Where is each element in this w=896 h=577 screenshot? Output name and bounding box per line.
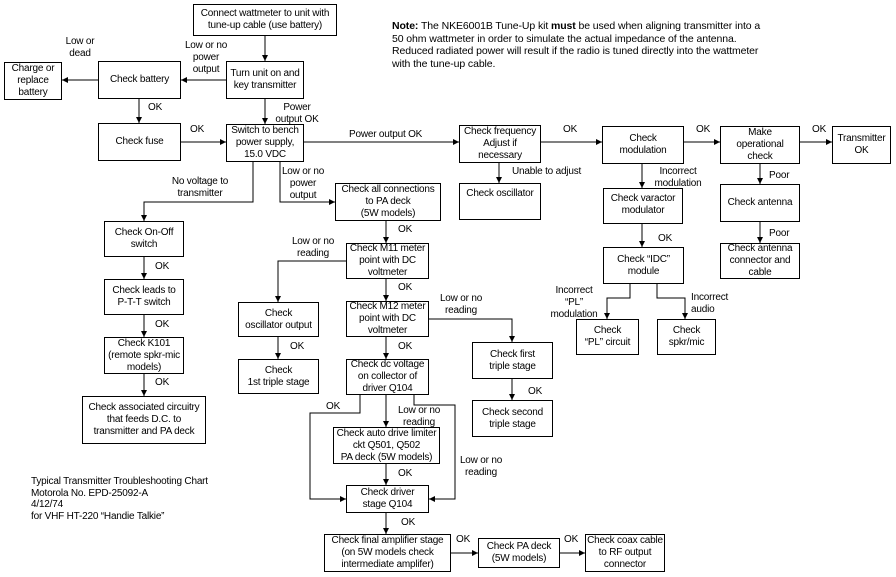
label-low-no-reading-dc: Low or no reading [397, 405, 441, 428]
node-check-auto-drive: Check auto drive limiter ckt Q501, Q502 … [333, 427, 440, 464]
node-check-driver: Check driver stage Q104 [346, 485, 429, 513]
label-ok-m11: OK [398, 282, 413, 293]
node-check-second-triple: Check second triple stage [472, 400, 553, 437]
tune-up-note: Note: The NKE6001B Tune-Up kit must be u… [392, 20, 772, 70]
node-check-frequency: Check frequency Adjust if necessary [459, 125, 541, 163]
edge-idc-to-pl [604, 284, 631, 319]
node-check-leads-ptt: Check leads to P-T-T switch [104, 279, 184, 315]
label-ok-connections: OK [398, 224, 413, 235]
node-transmitter-ok: Transmitter OK [832, 126, 891, 164]
label-ok-k101: OK [155, 377, 170, 388]
edge-m11-to-osc-output [275, 260, 346, 302]
edge-m12-to-first-triple [429, 318, 515, 342]
label-ok-battery: OK [148, 102, 163, 113]
label-ok-onoff: OK [155, 261, 170, 272]
node-check-antenna: Check antenna [720, 184, 800, 222]
node-check-pa-deck: Check PA deck (5W models) [478, 538, 560, 568]
node-check-varactor: Check varactor modulator [603, 188, 683, 224]
node-check-pl-circuit: Check “PL” circuit [576, 319, 639, 355]
node-check-battery: Check battery [98, 61, 181, 99]
label-poor-antenna: Poor [769, 170, 790, 181]
node-check-spkr-mic: Check spkr/mic [657, 319, 716, 355]
node-check-onoff: Check On-Off switch [104, 221, 184, 257]
node-check-1st-triple: Check 1st triple stage [238, 359, 319, 394]
node-check-coax: Check coax cable to RF output connector [585, 534, 665, 572]
label-low-no-power-output: Low or no power output [184, 40, 228, 75]
node-check-fuse: Check fuse [98, 123, 181, 161]
node-make-operational: Make operational check [720, 126, 800, 164]
note-text-1: The NKE6001B Tune-Up kit [418, 20, 551, 32]
node-check-assoc-circuitry: Check associated circuitry that feeds D.… [82, 396, 206, 444]
note-emphasis: must [550, 20, 576, 32]
label-ok-final-amp: OK [456, 534, 471, 545]
label-ok-operational: OK [812, 124, 827, 135]
label-ok-varactor: OK [658, 233, 673, 244]
label-low-no-reading-m11: Low or no reading [291, 236, 335, 259]
node-check-oscillator: Check oscillator [459, 183, 541, 220]
node-check-first-triple: Check first triple stage [472, 342, 553, 379]
label-ok-first-triple: OK [528, 386, 543, 397]
label-ok-frequency: OK [563, 124, 578, 135]
label-ok-m12: OK [398, 341, 413, 352]
label-low-or-dead: Low or dead [65, 36, 95, 59]
label-ok-fuse: OK [190, 124, 205, 135]
label-power-output-ok-main: Power output OK [349, 129, 423, 140]
label-ok-auto-drive: OK [398, 468, 413, 479]
edge-switch-to-onoff [141, 162, 254, 221]
note-prefix: Note: [392, 20, 419, 32]
label-low-no-power-output-pa: Low or no power output [281, 166, 325, 201]
label-power-output-ok: Power output OK [275, 102, 319, 125]
node-check-dc-collector: Check dc voltage on collector of driver … [346, 359, 429, 395]
label-low-no-reading-driver: Low or no reading [459, 455, 503, 478]
node-check-m11: Check M11 meter point with DC voltmeter [346, 243, 429, 279]
chart-caption: Typical Transmitter Troubleshooting Char… [31, 476, 208, 522]
label-ok-pa-deck: OK [564, 534, 579, 545]
label-incorrect-modulation: Incorrect modulation [654, 166, 702, 189]
node-check-final-amp: Check final amplifier stage (on 5W model… [324, 534, 451, 572]
edge-idc-to-spkr [656, 284, 688, 319]
label-ok-dc-bypass: OK [326, 401, 341, 412]
node-switch-bench: Switch to bench power supply, 15.0 VDC [226, 124, 304, 162]
node-turn-unit-on: Turn unit on and key transmitter [226, 61, 304, 99]
note-text-2: be used when aligning transmitter into a… [392, 20, 761, 70]
label-no-voltage: No voltage to transmitter [171, 176, 229, 199]
node-connect-wattmeter: Connect wattmeter to unit with tune-up c… [193, 4, 337, 36]
label-ok-osc-output: OK [290, 341, 305, 352]
label-poor-connector: Poor [769, 228, 790, 239]
label-incorrect-pl-modulation: Incorrect “PL” modulation [550, 285, 598, 320]
label-ok-leads: OK [155, 319, 170, 330]
node-check-m12: Check M12 meter point with DC voltmeter [346, 301, 429, 337]
label-ok-modulation: OK [696, 124, 711, 135]
label-ok-driver: OK [401, 517, 416, 528]
node-check-osc-output: Check oscillator output [238, 302, 319, 337]
node-charge-battery: Charge or replace battery [4, 62, 62, 100]
node-check-connections-pa: Check all connections to PA deck (5W mod… [335, 183, 441, 221]
node-check-modulation: Check modulation [602, 126, 684, 164]
label-unable-to-adjust: Unable to adjust [512, 166, 582, 177]
edge-dc-to-driver-ok [309, 395, 361, 502]
edge-dc-to-driver-low [413, 395, 456, 502]
label-low-no-reading-m12: Low or no reading [439, 293, 483, 316]
edge-switch-to-connections [279, 162, 335, 205]
label-incorrect-audio: Incorrect audio [691, 292, 729, 315]
node-check-antenna-connector: Check antenna connector and cable [720, 243, 800, 279]
node-check-idc: Check “IDC” module [603, 247, 684, 284]
node-check-k101: Check K101 (remote spkr-mic models) [104, 337, 184, 374]
